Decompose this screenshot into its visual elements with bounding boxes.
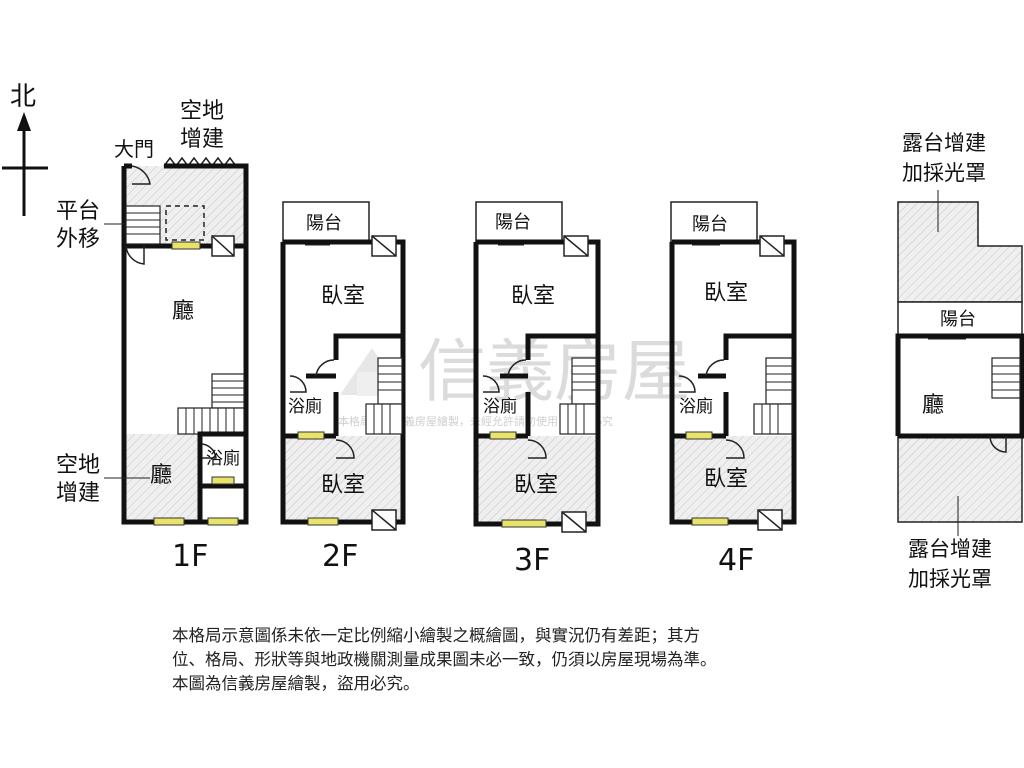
window-icon <box>685 431 713 440</box>
skylight-icon <box>563 235 589 257</box>
window-icon <box>501 519 547 528</box>
north-arrow-icon <box>17 112 31 131</box>
floor-2-plan: 陽台 臥室 浴廁 臥室 2F <box>280 201 406 574</box>
terrace-addition-top-area <box>897 201 1023 303</box>
floor-1-plan: 空地 增建 大門 平台 外移 廳 空地 增建 廳 浴廁 1F <box>56 99 249 574</box>
entry-door-icon <box>125 245 145 265</box>
terrace-addition-top-label: 露台增建 <box>902 131 986 155</box>
staircase-icon <box>177 373 245 435</box>
skylight-icon <box>561 511 587 533</box>
balcony-label: 陽台 <box>692 214 728 235</box>
disclaimer-line: 本格局示意圖係未依一定比例縮小繪製之概繪圖，與實況仍有差距；其方 <box>172 626 700 645</box>
bedroom-back-label: 臥室 <box>321 473 365 498</box>
bedroom-front-label: 臥室 <box>321 284 365 309</box>
door-icon <box>989 435 1007 453</box>
skylight-icon <box>757 509 783 531</box>
watermark: 信義房屋 本格局圖為信義房屋繪製，未經允許請勿使用，違者必究 <box>338 333 690 428</box>
door-icon <box>289 375 307 393</box>
watermark-brand: 信義房屋 <box>418 333 690 412</box>
floor-4-plan: 陽台 臥室 浴廁 臥室 4F <box>669 201 797 578</box>
door-icon <box>335 439 355 459</box>
staircase-icon <box>559 357 597 435</box>
north-compass: 北 <box>2 82 48 216</box>
floor-label-1f: 1F <box>172 539 208 574</box>
door-icon <box>507 359 527 377</box>
back-bedroom-area <box>283 436 403 522</box>
platform-dashed-outline <box>165 205 205 241</box>
platform-moved-label: 平台 <box>56 199 100 224</box>
floor-label-4f: 4F <box>718 543 754 578</box>
bathroom-label: 浴廁 <box>288 396 322 417</box>
main-gate-door-icon <box>131 165 151 185</box>
balcony-label: 陽台 <box>306 213 342 234</box>
bedroom-front-label: 臥室 <box>511 284 555 309</box>
bedroom-front-label: 臥室 <box>704 281 748 306</box>
door-icon <box>482 375 500 393</box>
window-icon <box>211 476 235 485</box>
floor-label-2f: 2F <box>322 539 358 574</box>
bathroom-door-icon <box>201 443 217 459</box>
north-label: 北 <box>10 82 36 112</box>
platform-steps-icon <box>125 205 161 245</box>
main-gate-label: 大門 <box>114 137 154 161</box>
door-icon <box>678 375 696 393</box>
terrace-addition-bottom-label: 露台增建 <box>908 537 992 561</box>
disclaimer-line: 位、格局、形狀等與地政機關測量成果圖未必一致，仍須以房屋現場為準。 <box>172 650 717 669</box>
staircase-icon <box>365 357 403 435</box>
bedroom-back-label: 臥室 <box>514 473 558 498</box>
skylight-icon <box>759 235 785 257</box>
door-icon <box>315 359 335 377</box>
window-icon <box>171 241 201 250</box>
staircase-icon <box>753 357 793 435</box>
window-icon <box>207 517 239 526</box>
balcony-label: 陽台 <box>940 309 976 330</box>
platform-moved-label: 外移 <box>56 227 100 252</box>
vacant-addition-top-label: 增建 <box>180 127 224 152</box>
terrace-addition-bottom-area <box>897 435 1023 523</box>
window-icon <box>489 431 517 440</box>
skylight-icon <box>211 235 235 257</box>
bathroom-label: 浴廁 <box>483 396 517 417</box>
back-bedroom-area <box>476 436 598 524</box>
skylight-icon <box>371 509 397 531</box>
disclaimer-line: 本圖為信義房屋繪製，盜用必究。 <box>172 674 420 693</box>
roof-floor-plan: 露台增建 加採光罩 陽台 廳 露台增建 加採光罩 <box>895 131 1024 591</box>
window-icon <box>153 517 185 526</box>
door-icon <box>527 439 547 459</box>
disclaimer-text: 本格局示意圖係未依一定比例縮小繪製之概繪圖，與實況仍有差距；其方 位、格局、形狀… <box>172 624 872 696</box>
vacant-addition-bottom-label: 空地 <box>56 453 100 478</box>
terrace-addition-bottom-label: 加採光罩 <box>908 567 992 591</box>
bedroom-back-label: 臥室 <box>704 467 748 492</box>
window-icon <box>297 431 325 440</box>
terrace-addition-top-label: 加採光罩 <box>902 161 986 185</box>
door-icon <box>725 439 745 459</box>
balcony-label: 陽台 <box>495 212 531 233</box>
vacant-addition-bottom-label: 增建 <box>56 481 100 506</box>
back-bedroom-area <box>672 436 794 522</box>
staircase-icon <box>991 357 1021 399</box>
window-icon <box>691 517 729 526</box>
floor-3-plan: 陽台 臥室 浴廁 臥室 3F <box>473 201 601 578</box>
vacant-addition-top-label: 空地 <box>180 99 224 124</box>
hall-label: 廳 <box>172 299 194 324</box>
floor-1-walls <box>121 163 249 525</box>
window-icon <box>307 517 339 526</box>
door-icon <box>705 359 725 377</box>
bathroom-label: 浴廁 <box>206 448 240 469</box>
hall-label: 廳 <box>922 393 944 418</box>
bathroom-label: 浴廁 <box>679 396 713 417</box>
bathroom-walls <box>197 431 246 522</box>
skylight-icon <box>371 235 397 257</box>
floor-label-3f: 3F <box>514 543 550 578</box>
hall-back-label: 廳 <box>150 463 172 488</box>
